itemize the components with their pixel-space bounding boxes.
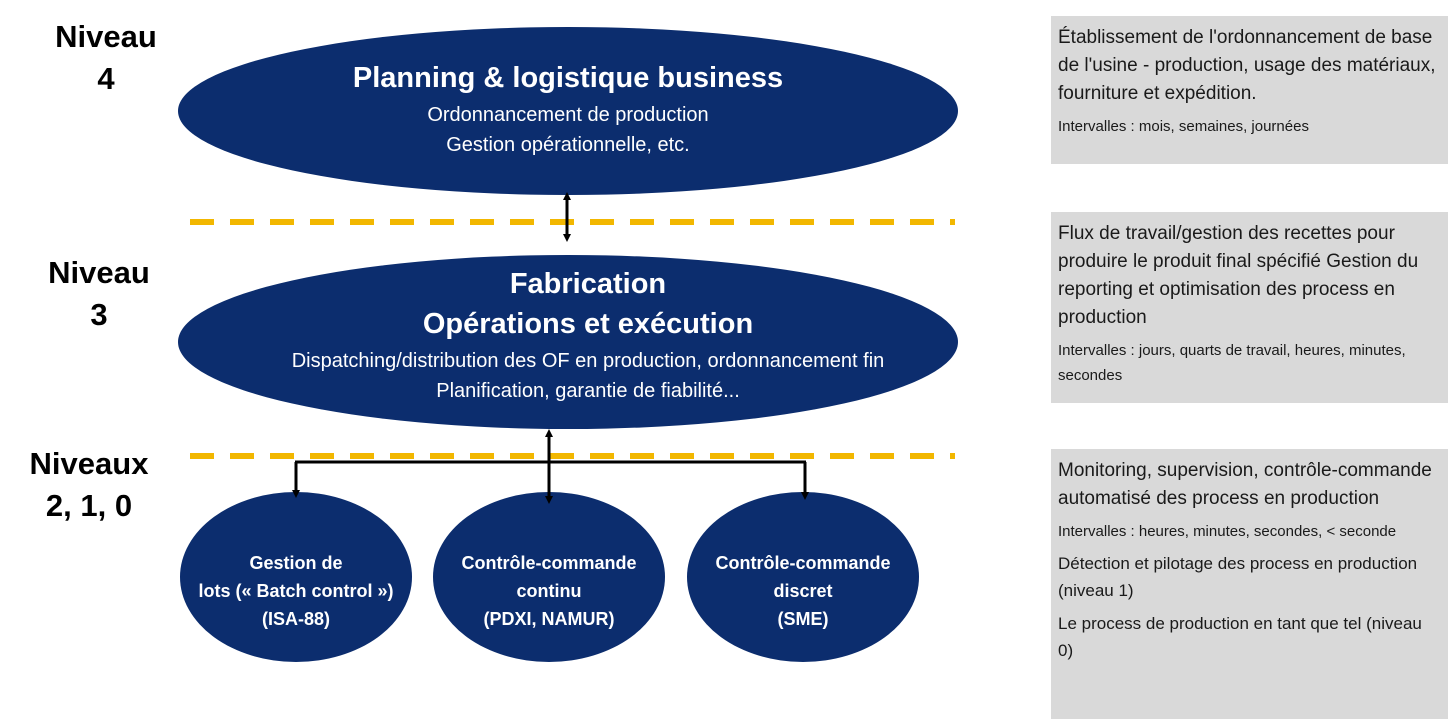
planning-line-2: Gestion opérationnelle, etc. xyxy=(446,134,690,156)
level-2-1-0-description-box: Monitoring, supervision, contrôle-comman… xyxy=(1051,449,1448,719)
level-2-1-0-numbers: 2, 1, 0 xyxy=(45,488,133,523)
diagram-canvas xyxy=(178,27,958,662)
fabrication-ellipse xyxy=(178,255,958,429)
discret-line-3: (SME) xyxy=(777,609,829,629)
continu-line-1: Contrôle-commande xyxy=(461,553,637,573)
fabrication-title-2: Opérations et exécution xyxy=(422,308,754,340)
level-3-description-box: Flux de travail/gestion des recettes pou… xyxy=(1051,212,1448,403)
batch-control-ellipse xyxy=(180,492,412,662)
level-2-1-0-word: Niveaux xyxy=(29,446,149,481)
level-4-intervals: Intervalles : mois, semaines, journées xyxy=(1058,118,1309,135)
planning-title: Planning & logistique business xyxy=(352,62,784,94)
discrete-control-text: Contrôle-commande discret (SME) xyxy=(689,549,917,633)
level-3-intervals: Intervalles : jours, quarts de travail, … xyxy=(1058,342,1406,384)
batch-control-text: Gestion de lots (« Batch control ») (ISA… xyxy=(182,549,410,633)
level-4-description: Établissement de l'ordonnancement de bas… xyxy=(1058,27,1436,104)
fabrication-ellipse-text: Fabrication Opérations et exécution Disp… xyxy=(188,264,988,406)
level-4-number: 4 xyxy=(97,61,115,96)
discret-line-1: Contrôle-commande xyxy=(715,553,891,573)
level-2-1-0-intervals: Intervalles : heures, minutes, secondes,… xyxy=(1058,523,1397,540)
level-3-label: Niveau 3 xyxy=(24,252,174,336)
level-2-1-0-description: Monitoring, supervision, contrôle-comman… xyxy=(1058,460,1432,509)
level-0-description: Le process de production en tant que tel… xyxy=(1058,614,1422,660)
discrete-control-ellipse xyxy=(687,492,919,662)
batch-line-1: Gestion de xyxy=(249,553,343,573)
batch-line-3: (ISA-88) xyxy=(261,609,330,629)
discret-line-2: discret xyxy=(773,581,833,601)
level-3-number: 3 xyxy=(90,297,108,332)
level-4-description-box: Établissement de l'ordonnancement de bas… xyxy=(1051,16,1448,164)
level-2-1-0-label: Niveaux 2, 1, 0 xyxy=(14,443,164,527)
fabrication-line-2: Planification, garantie de fiabilité... xyxy=(436,380,740,402)
planning-ellipse xyxy=(178,27,958,195)
level-4-label: Niveau 4 xyxy=(31,16,181,100)
level-1-description: Détection et pilotage des process en pro… xyxy=(1058,554,1418,600)
continu-line-3: (PDXI, NAMUR) xyxy=(483,609,615,629)
planning-ellipse-text: Planning & logistique business Ordonnanc… xyxy=(218,58,918,160)
batch-line-2: lots (« Batch control ») xyxy=(198,581,394,601)
level-3-description: Flux de travail/gestion des recettes pou… xyxy=(1058,223,1419,328)
fabrication-line-1: Dispatching/distribution des OF en produ… xyxy=(291,350,885,372)
planning-line-1: Ordonnancement de production xyxy=(427,104,709,126)
fabrication-title-1: Fabrication xyxy=(509,268,667,300)
continuous-control-text: Contrôle-commande continu (PDXI, NAMUR) xyxy=(435,549,663,633)
level-3-word: Niveau xyxy=(48,255,150,290)
continu-line-2: continu xyxy=(516,581,582,601)
continuous-control-ellipse xyxy=(433,492,665,662)
level-4-word: Niveau xyxy=(55,19,157,54)
